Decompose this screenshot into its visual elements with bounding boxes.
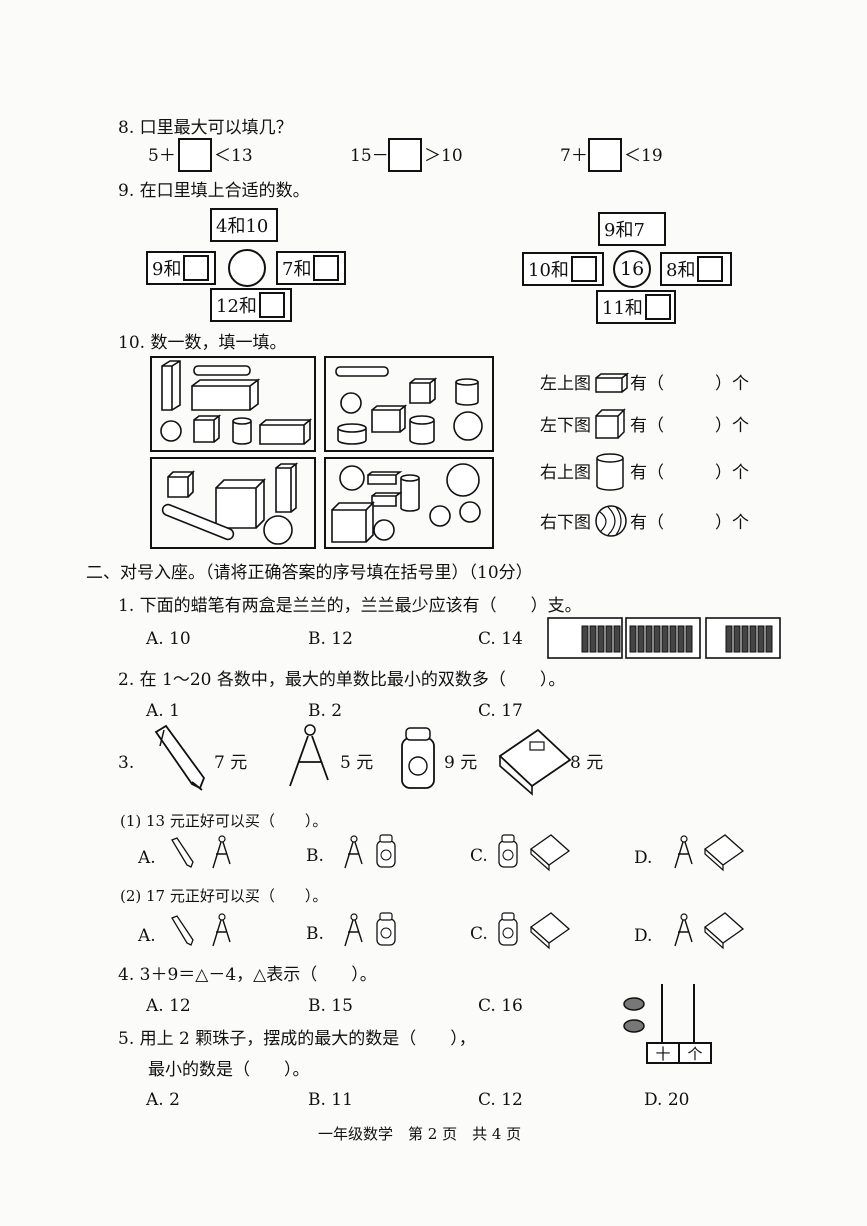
compass-icon [289,724,329,787]
water-bottle-icon [401,727,435,789]
q9-right-right-label[interactable]: 8和 [660,252,732,286]
q9-left-bottom-label[interactable]: 12和 [210,288,292,322]
answer-square [697,256,724,282]
q8-a-left: 5＋ [148,146,176,166]
q8-b-right: ＞10 [424,146,463,166]
s2-q4-option-a[interactable]: A. 12 [146,996,191,1016]
abacus-ones-label: 个 [678,1042,712,1064]
q9-right-top-label: 9和7 [598,212,666,246]
s2-q5-line1: 5. 用上 2 颗珠子，摆成的最大的数是（ ）， [118,1029,476,1049]
crayon-boxes-illustration [547,617,781,659]
bottle-price: 9 元 [444,753,478,773]
shape-panel-top-left [150,356,316,452]
s2-q5-option-d[interactable]: D. 20 [644,1090,690,1110]
s2-q3-sub1-text: (1) 13 元正好可以买（ ）。 [120,812,328,830]
shape-panel-top-right [324,356,494,452]
ball-icon [595,505,627,537]
s2-q2-option-b[interactable]: B. 2 [308,701,343,721]
book-price: 8 元 [570,753,604,773]
shape-panel-bottom-right [324,457,494,549]
q9-title: 9. 在口里填上合适的数。 [118,181,310,201]
s2-q3-sub1-option-a[interactable]: A. [138,848,156,868]
q9-left-right-label[interactable]: 7和 [276,251,346,285]
q9-left-top-label: 4和10 [210,208,278,242]
q8-title: 8. 口里最大可以填几？ [118,118,293,138]
s2-q5-option-a[interactable]: A. 2 [146,1090,180,1110]
answer-square [644,294,671,320]
answer-square [258,292,285,318]
q10-row-2-label: 左下图 [540,416,591,436]
s2-q4-text: 4. 3＋9＝△－4，△表示（ ）。 [118,965,377,985]
s2-q2-text: 2. 在 1～20 各数中，最大的单数比最小的双数多（ ）。 [118,670,566,690]
cylinder-icon [596,453,624,491]
q8-c-answer-box[interactable] [588,138,622,172]
pen-price: 7 元 [214,753,248,773]
q9-right-left-label[interactable]: 10和 [522,252,604,286]
s2-q1-option-b[interactable]: B. 12 [308,629,353,649]
abacus-illustration [623,984,695,1042]
q9-right-bottom-label[interactable]: 11和 [596,290,676,324]
q10-row-3-label: 右上图 [540,463,591,483]
q10-row-1-label: 左上图 [540,374,591,394]
s2-q1-option-c[interactable]: C. 14 [478,629,523,649]
section2-title: 二、对号入座。（请将正确答案的序号填在括号里）（10分） [86,563,533,583]
s2-q1-text: 1. 下面的蜡笔有两盒是兰兰的，兰兰最少应该有（ ）支。 [118,596,582,616]
q9-right-center-number: 16 [620,258,645,280]
q10-row-2-suffix: 有（ ）个 [630,416,749,436]
q9-right-circle [613,250,651,288]
book-icon [498,728,572,796]
compass-price: 5 元 [340,753,374,773]
q8-c-left: 7＋ [560,146,588,166]
q8-a-answer-box[interactable] [178,138,212,172]
s2-q3-number: 3. [118,753,135,773]
answer-square [313,255,340,281]
cuboid-icon [595,372,630,393]
cube-icon [595,408,626,439]
answer-square [570,256,597,282]
q9-left-left-label[interactable]: 9和 [146,251,216,285]
s2-q5-option-c[interactable]: C. 12 [478,1090,523,1110]
q10-row-4-suffix: 有（ ）个 [630,513,749,533]
s2-q3-sub2-option-d[interactable]: D. [634,926,653,946]
s2-q3-sub1-option-d[interactable]: D. [634,848,653,868]
s2-q3-sub2-option-c[interactable]: C. [470,924,488,944]
q8-a-right: ＜13 [214,146,253,166]
q9-left-circle[interactable] [227,248,267,288]
abacus-tens-label: 十 [646,1042,680,1064]
q8-b-left: 15－ [350,146,389,166]
geometric-shapes-illustration [160,360,483,545]
shape-panel-bottom-left [150,457,316,549]
s2-q5-option-b[interactable]: B. 11 [308,1090,353,1110]
q8-b-answer-box[interactable] [388,138,422,172]
s2-q5-line2: 最小的数是（ ）。 [148,1060,310,1080]
s2-q3-sub1-option-c[interactable]: C. [470,846,488,866]
s2-q3-sub2-option-a[interactable]: A. [138,926,156,946]
s2-q4-option-c[interactable]: C. 16 [478,996,523,1016]
s2-q3-sub2-text: (2) 17 元正好可以买（ ）。 [120,887,328,905]
s2-q2-option-c[interactable]: C. 17 [478,701,523,721]
q10-row-3-suffix: 有（ ）个 [630,463,749,483]
q10-row-1-suffix: 有（ ）个 [630,374,749,394]
s2-q3-sub1-option-b[interactable]: B. [306,846,324,866]
s2-q2-option-a[interactable]: A. 1 [146,701,180,721]
s2-q1-option-a[interactable]: A. 10 [146,629,191,649]
s2-q4-option-b[interactable]: B. 15 [308,996,353,1016]
q8-c-right: ＜19 [624,146,663,166]
q10-row-4-label: 右下图 [540,513,591,533]
pen-icon [154,724,206,791]
answer-square [183,255,210,281]
s2-q3-sub2-option-b[interactable]: B. [306,924,324,944]
q10-title: 10. 数一数，填一填。 [118,333,287,353]
page-footer: 一年级数学 第 2 页 共 4 页 [318,1125,522,1143]
